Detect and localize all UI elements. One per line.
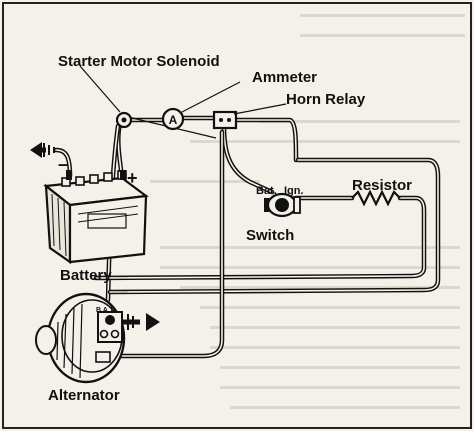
battery-icon xyxy=(43,170,149,265)
ignition-switch-icon xyxy=(264,192,301,218)
label-battery: Battery xyxy=(60,267,112,284)
ammeter-symbol: A xyxy=(169,113,178,127)
alternator-bat-label: B A T xyxy=(96,307,114,314)
label-horn-relay: Horn Relay xyxy=(286,91,366,108)
label-battery-negative: – xyxy=(58,154,68,174)
label-ammeter: Ammeter xyxy=(252,69,317,86)
ammeter-gauge-icon: A xyxy=(161,81,241,131)
label-starter-solenoid: Starter Motor Solenoid xyxy=(58,53,220,70)
alternator-ground-arrow-icon xyxy=(146,313,160,331)
resistor-zigzag-icon xyxy=(351,189,401,207)
label-switch-bat: Bat. xyxy=(256,185,277,197)
alternator-icon: B A T xyxy=(35,292,160,384)
label-resistor: Resistor xyxy=(352,177,412,194)
label-alternator: Alternator xyxy=(48,387,120,404)
starter-solenoid-icon xyxy=(79,65,133,129)
label-battery-positive: + xyxy=(127,168,138,188)
horn-relay-icon xyxy=(212,103,287,130)
background-bleed-through xyxy=(150,14,465,409)
label-switch: Switch xyxy=(246,227,294,244)
label-switch-ign: Ign. xyxy=(284,185,304,197)
